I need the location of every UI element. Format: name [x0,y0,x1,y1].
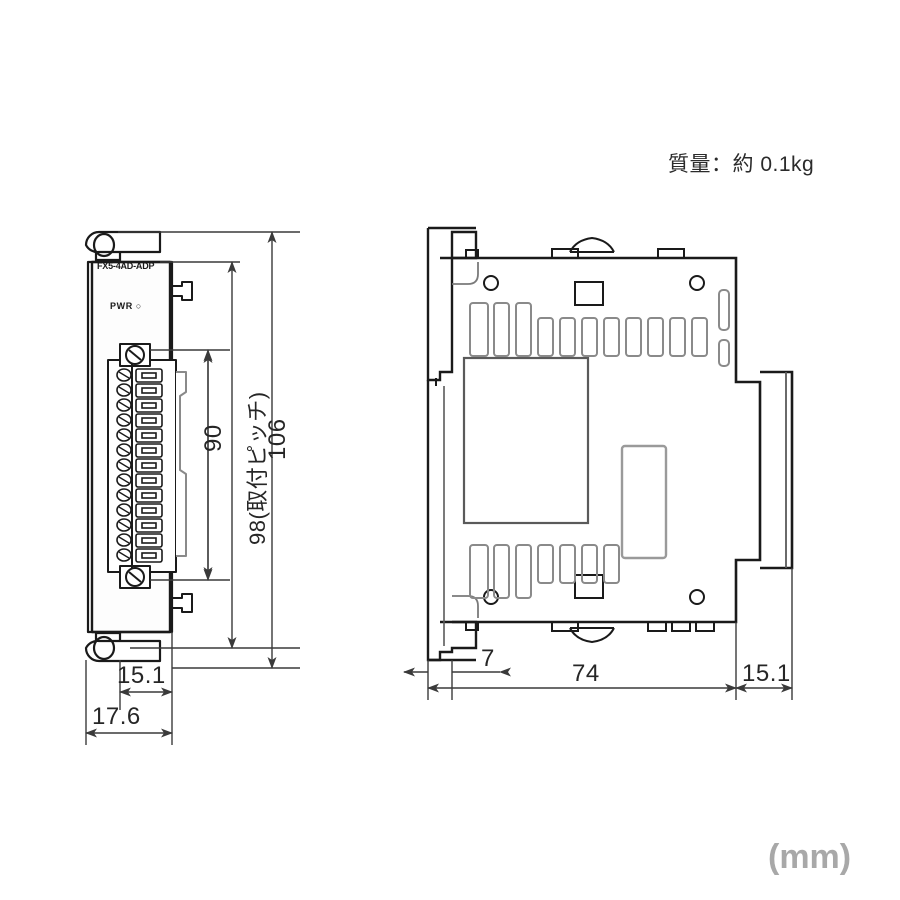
dim-height-106: 106 [264,418,291,460]
dim-height-90: 90 [200,424,227,452]
module-model-label: FX5-4AD-ADP [97,261,155,271]
weight-note: 質量：約 0.1kg [668,153,815,176]
dimension-lines [85,231,793,745]
dim-depth-7: 7 [481,645,495,672]
pwr-indicator-label: PWR ○ [110,301,142,311]
dim-depth-74: 74 [572,660,600,687]
unit-label: (mm) [768,838,852,876]
dim-depth-15-1: 15.1 [742,660,791,687]
dim-width-17-6: 17.6 [92,703,141,730]
dim-height-98-pitch: 98(取付ピッチ) [245,391,270,545]
dim-width-15-1: 15.1 [117,662,166,689]
terminal-rows [116,364,163,568]
